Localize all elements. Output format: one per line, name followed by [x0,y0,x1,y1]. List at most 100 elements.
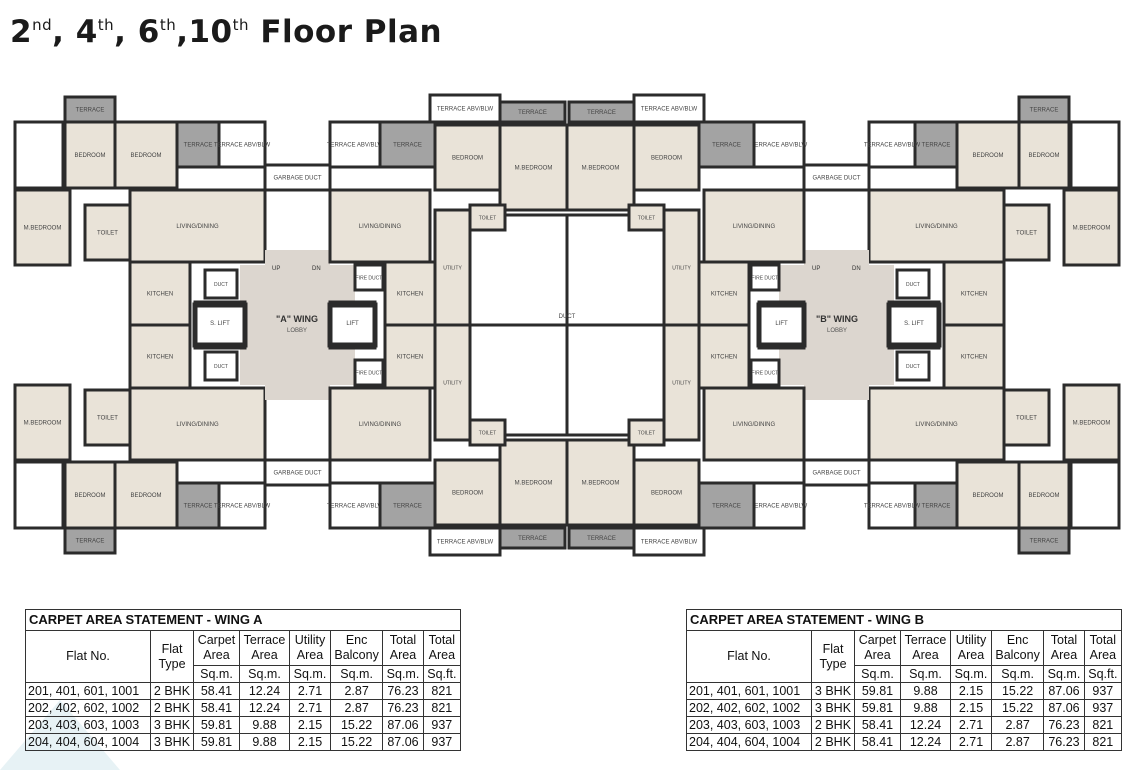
value-cell: 15.22 [329,716,384,734]
fire_duct-room [749,358,781,387]
value-cell: 58.41 [193,699,240,717]
table-caption: CARPET AREA STATEMENT - WING B [686,609,1122,631]
value-cell: 2.15 [289,733,331,751]
fire_duct-label: FIRE DUCT [752,276,779,282]
value-cell: 2 BHK [150,699,194,717]
living-room [328,386,432,462]
value-cell: 59.81 [193,733,240,751]
stair-dn-label: DN [852,266,861,272]
value-cell: 2 BHK [150,682,194,700]
toilet-label: TOILET [1016,416,1037,422]
terrace-label: TERRACE [76,108,105,114]
terrace-room [567,100,636,124]
header-column: Utility Area [289,630,331,666]
floor-suffix: th [159,16,177,34]
value-cell: 821 [422,682,462,700]
table-caption: CARPET AREA STATEMENT - WING A [25,609,461,631]
toilet-room [83,388,132,447]
terrace_abv-room [428,526,502,557]
utility-label: UTILITY [443,381,462,387]
lift-label: LIFT [346,321,359,327]
header-unit: Sq.m. [382,665,424,683]
floor-number: 2 [10,14,33,50]
flat-no-cell: 204, 404, 604, 1004 [25,733,151,751]
terrace-label: TERRACE [1030,539,1059,545]
header-column: Total Area [1083,630,1123,666]
terrace-label: TERRACE [712,143,741,149]
value-cell: 937 [1083,682,1123,700]
toilet-label: TOILET [97,231,118,237]
value-cell: 76.23 [382,699,424,717]
lift-label: LIFT [775,321,788,327]
header-unit: Sq.m. [329,665,384,683]
terrace-room [63,526,117,555]
lobby-room [265,385,330,400]
terrace-label: TERRACE [712,504,741,510]
terrace-room [498,526,567,550]
toilet-room [627,203,666,232]
terrace_abv-label: TERRACE ABV/BLW [214,504,271,510]
bedroom-label: BEDROOM [651,156,682,162]
terrace-label: TERRACE [184,504,213,510]
bedroom-label: BEDROOM [452,156,483,162]
value-cell: 2 BHK [811,716,855,734]
bedroom-label: BEDROOM [651,491,682,497]
m_bedroom-room [565,123,636,212]
m_bedroom-label: M.BEDROOM [515,166,553,172]
value-cell: 2.87 [990,733,1045,751]
bedroom-room [63,460,117,530]
fire_duct-label: FIRE DUCT [356,276,383,282]
value-cell: 15.22 [990,682,1045,700]
terrace_abv-room [428,93,502,124]
kitchen-label: KITCHEN [711,292,737,298]
utility-label: UTILITY [672,381,691,387]
bedroom-room [955,120,1021,190]
kitchen-label: KITCHEN [961,292,987,298]
value-cell: 2.15 [289,716,331,734]
title-suffix: Floor Plan [260,14,443,50]
terrace_abv-label: TERRACE ABV/BLW [437,540,494,546]
duct-room [203,268,239,300]
header-unit: Sq.m. [193,665,240,683]
utility-room [433,323,472,442]
value-cell: 12.24 [238,699,291,717]
living-room [867,386,1006,462]
toilet-label: TOILET [638,431,655,437]
utility-label: UTILITY [443,266,462,272]
bedroom-label: BEDROOM [74,493,105,499]
duct-label: DUCT [906,364,920,370]
value-cell: 76.23 [1043,716,1085,734]
header-flat-no: Flat No. [686,630,812,683]
m_bedroom-label: M.BEDROOM [24,226,62,232]
m_bedroom-label: M.BEDROOM [515,481,553,487]
value-cell: 12.24 [899,733,952,751]
terrace_abv-room [328,481,382,530]
s-lift-shaft [886,302,942,348]
kitchen-label: KITCHEN [147,355,173,361]
page-title: 2nd, 4th, 6th,10th Floor Plan [10,14,442,50]
header-column: Terrace Area [238,630,291,666]
utility-label: UTILITY [672,266,691,272]
kitchen-label: KITCHEN [397,292,423,298]
garbage_duct-label: GARBAGE DUCT [812,471,860,477]
bedroom-label: BEDROOM [1028,153,1059,159]
m_bedroom-label: M.BEDROOM [582,166,620,172]
table-unit-row: Sq.m.Sq.m.Sq.m.Sq.m.Sq.m.Sq.ft. [687,665,1123,683]
garbage_duct-label: GARBAGE DUCT [273,471,321,477]
bedroom-room [955,460,1021,530]
terrace-label: TERRACE [587,110,616,116]
terrace_abv-room [632,93,706,124]
open-room [1069,120,1121,190]
garbage_duct-room [263,458,332,487]
floor-number: 6 [137,14,160,50]
flat-no-cell: 201, 401, 601, 1001 [25,682,151,700]
living-label: LIVING/DINING [915,422,958,428]
value-cell: 2.87 [329,682,384,700]
value-cell: 9.88 [899,699,952,717]
lobby-label: LOBBY [287,328,307,334]
bedroom-label: BEDROOM [972,153,1003,159]
value-cell: 58.41 [854,733,901,751]
value-cell: 2 BHK [811,733,855,751]
terrace-label: TERRACE [184,143,213,149]
